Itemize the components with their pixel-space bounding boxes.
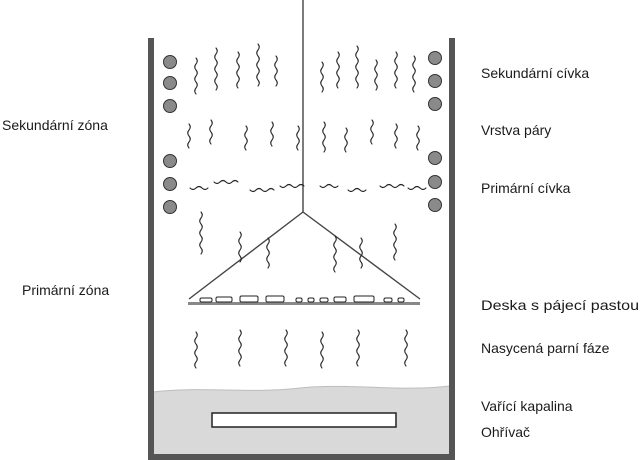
vapor-wave bbox=[333, 235, 337, 273]
vapor-wave bbox=[319, 183, 339, 189]
left-coil-ring bbox=[163, 55, 177, 69]
left-coil-ring bbox=[163, 154, 177, 168]
tank-left-wall bbox=[148, 38, 154, 460]
board-component bbox=[353, 295, 375, 303]
left-coil-ring bbox=[163, 76, 177, 90]
vapor-wave bbox=[194, 331, 198, 369]
board-components bbox=[199, 295, 405, 303]
vapor-wave bbox=[379, 183, 405, 189]
vapor-wave bbox=[416, 125, 420, 151]
vapor-wave bbox=[274, 55, 278, 87]
right-coil-ring bbox=[428, 51, 442, 65]
vapor-wave bbox=[412, 55, 416, 93]
vapor-wave bbox=[238, 231, 242, 263]
vapor-wave bbox=[355, 45, 359, 89]
vapor-wave bbox=[404, 329, 408, 367]
right-coil-ring bbox=[428, 74, 442, 88]
board-component bbox=[199, 297, 213, 303]
coils bbox=[163, 51, 442, 214]
board-component bbox=[215, 296, 233, 303]
board-component bbox=[383, 297, 393, 303]
vapor-wave bbox=[199, 211, 203, 255]
vapor-wave bbox=[394, 123, 398, 149]
left-coil-ring bbox=[163, 177, 177, 191]
hanger-left-arm bbox=[188, 211, 304, 300]
right-coil-ring bbox=[428, 97, 442, 111]
vapor-wave bbox=[374, 59, 378, 91]
vapor-wave bbox=[336, 51, 340, 89]
vapor-wave bbox=[320, 331, 324, 369]
vapor-wave bbox=[270, 121, 274, 147]
tank bbox=[148, 38, 455, 460]
board-component bbox=[265, 295, 285, 303]
vapor-wave bbox=[187, 123, 191, 149]
vapor-wave bbox=[266, 237, 270, 269]
board-component bbox=[239, 295, 259, 303]
board-component bbox=[319, 297, 329, 303]
label-heater: Ohřívač bbox=[481, 424, 530, 440]
left-coil-ring bbox=[163, 200, 177, 214]
label-boiling-liquid: Vařící kapalina bbox=[481, 398, 573, 414]
right-coil-ring bbox=[428, 175, 442, 189]
vapor-wave bbox=[359, 237, 363, 269]
vapor-wave bbox=[322, 121, 326, 153]
tank-right-wall bbox=[449, 38, 455, 460]
vapor-wave bbox=[344, 127, 348, 153]
vapor-wave bbox=[249, 187, 275, 193]
vapor-wave bbox=[213, 179, 239, 185]
heater bbox=[211, 412, 397, 428]
board-component bbox=[397, 297, 405, 303]
circuit-board bbox=[188, 295, 420, 305]
label-secondary-zone: Sekundární zóna bbox=[2, 117, 108, 133]
board-component bbox=[333, 296, 347, 303]
vapor-wave bbox=[407, 185, 427, 191]
label-primary-zone: Primární zóna bbox=[22, 282, 109, 298]
tank-bottom bbox=[148, 454, 455, 460]
vapor-wave bbox=[296, 125, 300, 151]
vapor-wave bbox=[356, 329, 360, 367]
label-board-with-paste: Deska s pájecí pastou bbox=[481, 297, 639, 313]
board-component bbox=[295, 297, 303, 303]
right-coil-ring bbox=[428, 151, 442, 165]
vapor-wave bbox=[320, 61, 324, 93]
vapor-wave bbox=[393, 223, 397, 261]
board-plate bbox=[188, 302, 420, 305]
vapor-wave bbox=[284, 329, 288, 367]
label-vapor-layer: Vrstva páry bbox=[481, 122, 551, 138]
vapor-wave bbox=[370, 119, 374, 145]
label-primary-coil: Primární cívka bbox=[481, 180, 571, 196]
left-coil-ring bbox=[163, 99, 177, 113]
vapor-wave bbox=[256, 43, 260, 87]
vapor-wave bbox=[194, 57, 198, 95]
vapor-wave bbox=[244, 125, 248, 151]
vapor-wave bbox=[236, 51, 240, 89]
vapor-wave bbox=[238, 329, 242, 367]
board-hanger bbox=[188, 0, 421, 300]
right-coil-ring bbox=[428, 198, 442, 212]
vapor-wave bbox=[189, 185, 209, 191]
label-secondary-coil: Sekundární cívka bbox=[481, 65, 589, 81]
vapor-wave bbox=[279, 183, 305, 189]
vapor-wave bbox=[214, 47, 218, 91]
vapor-wave bbox=[347, 187, 367, 193]
board-component bbox=[307, 297, 315, 303]
vapor-waves bbox=[187, 43, 427, 369]
vapor-wave bbox=[209, 119, 213, 145]
vapor-wave bbox=[394, 51, 398, 89]
label-saturated-vapor-phase: Nasycená parní fáze bbox=[481, 340, 610, 356]
